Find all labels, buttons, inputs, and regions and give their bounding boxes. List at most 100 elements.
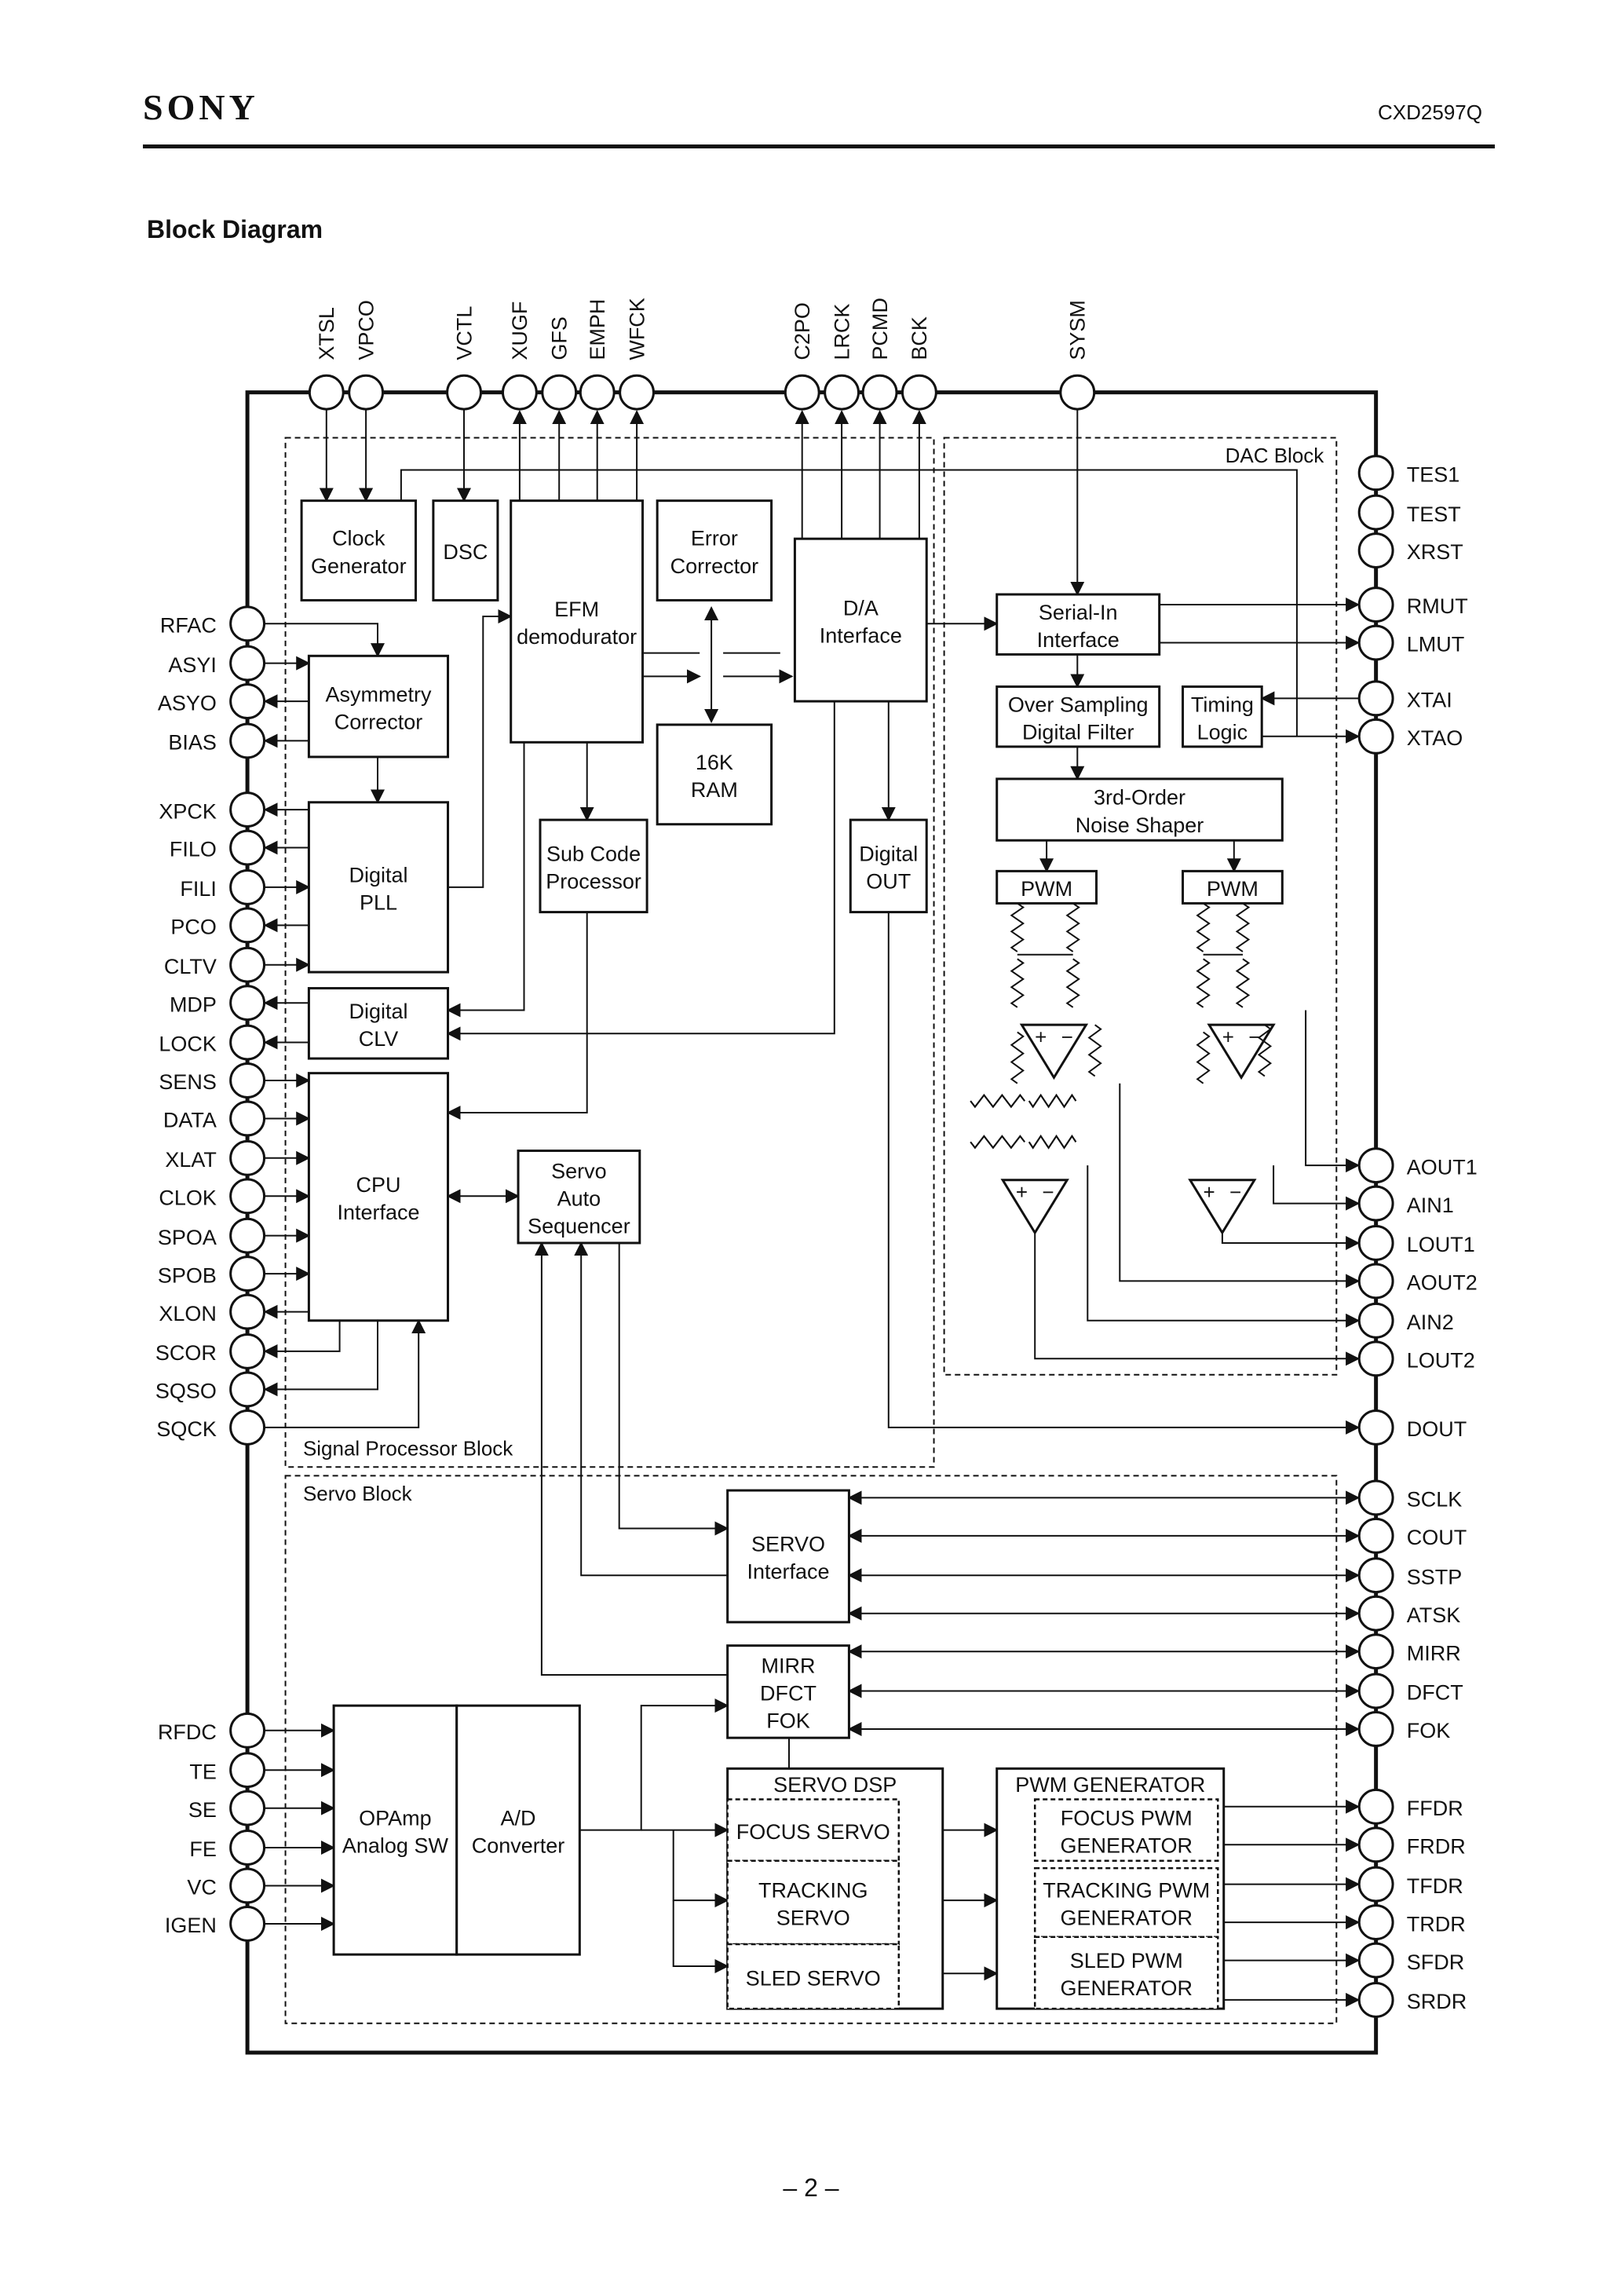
- ns-block: [995, 777, 1284, 842]
- signal-line: [400, 469, 1298, 737]
- osdf-label-0: Over Sampling: [1008, 693, 1149, 716]
- sledpwm-block: [1033, 1936, 1219, 2010]
- pin-trdr: [1357, 1904, 1394, 1941]
- pin-xtai: [1357, 680, 1394, 717]
- pin-fok: [1357, 1711, 1394, 1747]
- adc-block: [455, 1704, 581, 1956]
- timing-block: [1182, 685, 1263, 748]
- dout-label-0: Digital: [859, 843, 918, 866]
- opamp-stage2-1-plus: +: [1016, 1180, 1028, 1204]
- osdf-block: [995, 685, 1161, 748]
- pin-xrst: [1357, 532, 1394, 569]
- pin-te: [229, 1752, 266, 1789]
- signal-line: [446, 742, 525, 1018]
- pin-label-mirr: MIRR: [1407, 1641, 1461, 1665]
- pin-label-lout1: LOUT1: [1407, 1233, 1475, 1256]
- serial-label-1: Interface: [1037, 628, 1120, 652]
- opamp-stage1-2-plus: +: [1222, 1025, 1234, 1048]
- pin-label-trdr: TRDR: [1407, 1912, 1466, 1936]
- sony-logo: SONY: [143, 87, 259, 127]
- opamp-stage2-2-minus: −: [1229, 1180, 1241, 1204]
- pin-rfac: [229, 605, 266, 642]
- pin-label-rmut: RMUT: [1407, 594, 1468, 618]
- dout-label-1: OUT: [866, 870, 911, 894]
- pin-asyi: [229, 645, 266, 682]
- pin-label-dout: DOUT: [1407, 1417, 1467, 1441]
- adc-label-0: A/D: [501, 1806, 536, 1830]
- focuspwm-label-0: FOCUS PWM: [1061, 1806, 1193, 1830]
- pin-label-tes1: TES1: [1407, 462, 1460, 486]
- clv-block: [307, 987, 450, 1060]
- resistor: [1028, 1093, 1077, 1109]
- asym-block: [307, 654, 450, 759]
- pin-label-vpco: VPCO: [354, 300, 378, 360]
- opamp-stage1-1-minus: −: [1061, 1025, 1073, 1048]
- pin-spoa: [229, 1217, 266, 1254]
- focus-label-0: FOCUS SERVO: [736, 1820, 890, 1844]
- opamp-stage2-1: [1000, 1179, 1069, 1235]
- pin-label-xtai: XTAI: [1407, 689, 1452, 712]
- pin-label-rfdc: RFDC: [158, 1720, 217, 1744]
- signal-processor-region: [284, 437, 935, 1468]
- asym-label-0: Asymmetry: [325, 682, 432, 706]
- pin-sqck: [229, 1409, 266, 1446]
- serial-label-0: Serial-In: [1039, 601, 1118, 624]
- opamp-stage1-1-plus: +: [1035, 1025, 1047, 1048]
- pin-label-xlon: XLON: [159, 1302, 217, 1325]
- opamp-stage1-1: [1019, 1023, 1089, 1080]
- tracking-label-1: SERVO: [776, 1907, 850, 1930]
- pin-frdr: [1357, 1826, 1394, 1863]
- clv-label-0: Digital: [349, 1000, 407, 1023]
- signal-line: [579, 1698, 729, 1831]
- pin-label-cltv: CLTV: [164, 955, 217, 978]
- signal-line: [618, 1243, 729, 1536]
- pin-vc: [229, 1867, 266, 1904]
- pin-emph: [579, 374, 616, 411]
- errcorr-label-1: Corrector: [670, 554, 759, 578]
- pin-label-pco: PCO: [170, 916, 217, 939]
- focuspwm-label-1: GENERATOR: [1060, 1834, 1193, 1857]
- pin-test: [1357, 494, 1394, 531]
- servoif-block: [726, 1489, 850, 1624]
- trackpwm-label-1: GENERATOR: [1060, 1907, 1193, 1930]
- pin-label-bck: BCK: [908, 316, 931, 360]
- pin-label-rfac: RFAC: [160, 613, 217, 637]
- resistor: [1010, 1031, 1025, 1084]
- mirr-label-1: DFCT: [760, 1682, 816, 1706]
- dac-block-label: DAC Block: [1226, 444, 1325, 467]
- clock-block: [300, 499, 418, 601]
- errcorr-block: [656, 499, 773, 601]
- pin-label-spoa: SPOA: [158, 1226, 217, 1249]
- header-rule: [143, 144, 1495, 148]
- pin-aout1: [1357, 1147, 1394, 1184]
- pin-label-sqck: SQCK: [156, 1417, 217, 1441]
- subcode-label-1: Processor: [546, 870, 641, 894]
- resistor: [1235, 902, 1251, 952]
- pin-fe: [229, 1830, 266, 1866]
- opamp-stage1-2-minus: −: [1248, 1025, 1260, 1048]
- clock-label-0: Clock: [332, 527, 385, 550]
- pin-sstp: [1357, 1557, 1394, 1594]
- pin-label-se: SE: [188, 1798, 217, 1822]
- pin-label-asyi: ASYI: [168, 653, 217, 677]
- pin-c2po: [784, 374, 820, 411]
- pin-atsk: [1357, 1595, 1394, 1632]
- pin-label-vctl: VCTL: [452, 306, 476, 360]
- pin-lout2: [1357, 1340, 1394, 1377]
- dsc-block: [432, 499, 499, 601]
- pll-label-0: Digital: [349, 864, 407, 887]
- sas-block: [517, 1149, 641, 1245]
- serial-block: [995, 593, 1161, 656]
- pwm1-label-0: PWM: [1021, 877, 1072, 901]
- pin-label-asyo: ASYO: [158, 691, 217, 715]
- pin-scor: [229, 1333, 266, 1369]
- resistor: [1065, 902, 1080, 952]
- pin-label-ffdr: FFDR: [1407, 1797, 1463, 1820]
- resistor: [1087, 1024, 1102, 1077]
- pin-sfdr: [1357, 1942, 1394, 1979]
- da-block: [793, 537, 928, 703]
- pin-label-sens: SENS: [159, 1070, 217, 1094]
- efm-block: [510, 499, 645, 744]
- opamp-block: [332, 1704, 458, 1956]
